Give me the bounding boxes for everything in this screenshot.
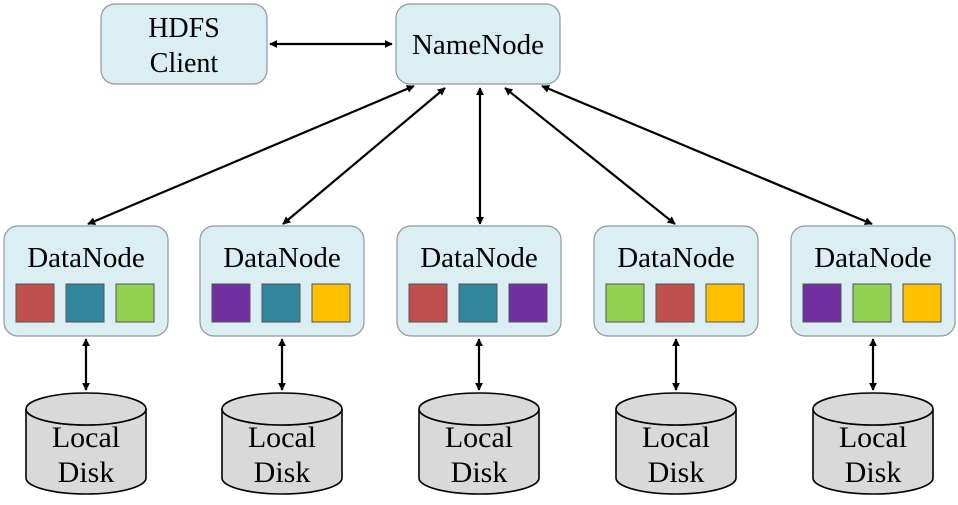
data-block-red <box>408 283 448 323</box>
disk-label-line1: Local <box>445 421 513 454</box>
hdfs-client-label-line1: HDFS <box>148 13 220 44</box>
data-block-purple <box>802 283 842 323</box>
data-block-yellow <box>705 283 745 323</box>
disk-label-line1: Local <box>52 421 120 454</box>
disk-top <box>418 392 540 426</box>
disk-top <box>25 392 147 426</box>
namenode-label: NameNode <box>412 29 544 61</box>
namenode-datanode-arrow-5 <box>541 84 873 226</box>
disk-label-line2: Disk <box>648 456 705 489</box>
datanode-label: DataNode <box>814 242 932 274</box>
disk-label-line1: Local <box>839 421 907 454</box>
data-block-red <box>655 283 695 323</box>
datanode-label: DataNode <box>617 242 735 274</box>
datanode-5: DataNode <box>790 225 956 337</box>
hdfs-client-box <box>100 3 268 85</box>
namenode-datanode-arrow-2 <box>282 87 446 225</box>
datanode-3: DataNode <box>396 225 562 337</box>
data-block-red <box>15 283 55 323</box>
connector-arrows <box>82 40 877 391</box>
disk-top <box>615 392 737 426</box>
data-block-teal <box>458 283 498 323</box>
datanode-group: DataNode DataNode DataNode DataNode DataNode <box>3 225 956 337</box>
datanode-4: DataNode <box>593 225 759 337</box>
disk-label-line1: Local <box>248 421 316 454</box>
data-block-teal <box>261 283 301 323</box>
data-block-teal <box>65 283 105 323</box>
namenode-box <box>395 3 561 85</box>
hdfs-client-label-line2: Client <box>150 48 219 79</box>
datanode-label: DataNode <box>223 242 341 274</box>
namenode-datanode-arrow-4 <box>504 87 676 225</box>
data-block-yellow <box>902 283 942 323</box>
data-block-purple <box>211 283 251 323</box>
data-block-purple <box>508 283 548 323</box>
disk-label-line2: Disk <box>451 456 508 489</box>
namenode-node: NameNode <box>395 3 561 85</box>
data-block-green <box>605 283 645 323</box>
disk-label-line2: Disk <box>58 456 115 489</box>
disk-top <box>812 392 934 426</box>
data-block-green <box>115 283 155 323</box>
disk-label-line2: Disk <box>254 456 311 489</box>
datanode-label: DataNode <box>27 242 145 274</box>
datanode-label: DataNode <box>420 242 538 274</box>
data-block-yellow <box>311 283 351 323</box>
datanode-1: DataNode <box>3 225 169 337</box>
data-block-green <box>852 283 892 323</box>
disk-top <box>221 392 343 426</box>
hdfs-client-node: HDFS Client <box>100 3 268 85</box>
datanode-2: DataNode <box>199 225 365 337</box>
disk-label-line1: Local <box>642 421 710 454</box>
disk-label-line2: Disk <box>845 456 902 489</box>
local-disk-group: LocalDiskLocalDiskLocalDiskLocalDiskLoca… <box>25 392 934 495</box>
